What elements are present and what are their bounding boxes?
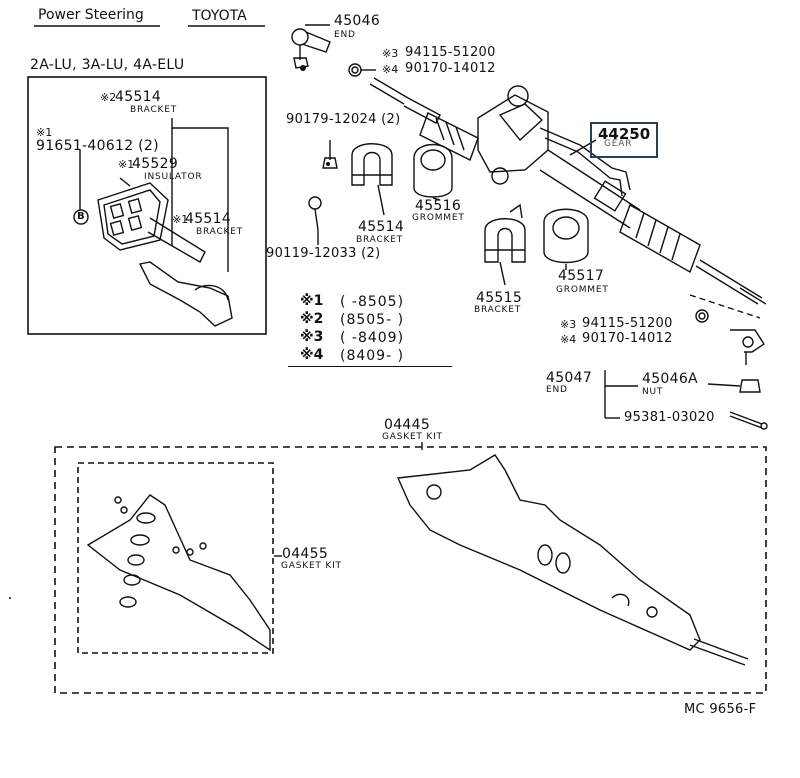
footnote-range-1: ( -8505): [340, 294, 405, 310]
footnote-mark-3: ※3: [300, 329, 324, 345]
footnote-range-2: (8505- ): [340, 312, 405, 328]
cotter-pin-art: [729, 411, 768, 430]
inset-mark-2: ※2: [100, 91, 117, 104]
make-label: TOYOTA: [192, 8, 247, 24]
inset-bracket-art: [73, 182, 233, 327]
inset-bracket-side-name: BRACKET: [196, 227, 244, 237]
gasket-kit-box: [54, 446, 767, 694]
steering-gear-art: [369, 77, 767, 305]
grommet-left-name: GROMMET: [412, 213, 465, 223]
inset-insulator-number: 45529: [132, 156, 179, 172]
inset-box: [27, 76, 267, 335]
inset-insulator-name: INSULATOR: [144, 172, 203, 182]
end-top-name: END: [334, 30, 356, 40]
gasket-subkit-box: [77, 462, 274, 654]
footnote-range-3: ( -8409): [340, 330, 405, 346]
leader-insulator: [119, 177, 131, 187]
inset-bolt-number: 91651-40612 (2): [36, 138, 159, 154]
end-top-art: [291, 24, 331, 69]
bracket-right-art: [484, 203, 526, 286]
grommet-left-art: [413, 143, 453, 201]
catalog-reference: MC 9656-F: [684, 702, 757, 717]
end-right-name: END: [546, 385, 568, 395]
inset-bracket-top-number: 45514: [115, 89, 162, 105]
nut-top-art: [348, 63, 376, 77]
grommet-left-number: 45516: [415, 198, 462, 214]
nut-lower-art: [695, 309, 709, 323]
bracket-right-name: BRACKET: [474, 305, 522, 315]
castle-nut-number: 45046A: [642, 371, 698, 387]
footnote-range-4: (8409- ): [340, 348, 405, 364]
inset-bracket-side-number: 45514: [185, 211, 232, 227]
bolt-upper-art: [322, 140, 338, 169]
inset-bracket-top-name: BRACKET: [130, 105, 178, 115]
footnote-underline: [288, 366, 452, 367]
grommet-right-number: 45517: [558, 268, 605, 284]
scan-specks: [9, 65, 330, 599]
inset-insulator-mark: ※1: [118, 158, 135, 171]
nut-a-number: 94115-51200: [405, 45, 496, 60]
end-top-number: 45046: [334, 13, 381, 29]
grommet-right-name: GROMMET: [556, 285, 609, 295]
nut-d-mark: ※4: [560, 333, 577, 346]
nut-b-number: 90170-14012: [405, 61, 496, 76]
gasket-kit-main-name: GASKET KIT: [382, 432, 443, 442]
gasket-kit-main-number: 04445: [384, 417, 431, 433]
gear-name: GEAR: [604, 139, 633, 149]
footnote-mark-4: ※4: [300, 347, 324, 363]
cotter-pin-number: 95381-03020: [624, 410, 715, 425]
bracket-left-art: [351, 143, 393, 216]
nut-c-mark: ※3: [560, 318, 577, 331]
gear-number: 44250: [598, 125, 651, 143]
gasket-kit-sub-number: 04455: [282, 546, 329, 562]
bolt-lower-number: 90119-12033 (2): [266, 246, 381, 261]
dashed-cutline: [689, 294, 761, 319]
gasket-small-art: [86, 494, 271, 652]
castle-nut-name: NUT: [642, 387, 664, 397]
gear-highlight: 44250: [590, 122, 659, 158]
bracket-left-number: 45514: [358, 219, 405, 235]
nut-b-mark: ※4: [382, 63, 399, 76]
grommet-right-art: [543, 208, 589, 270]
gasket-housing-art: [396, 454, 749, 666]
inset-bracket-side-mark: ※1: [172, 213, 189, 226]
nut-d-number: 90170-14012: [582, 331, 673, 346]
callout-b: B: [77, 211, 85, 222]
nut-c-number: 94115-51200: [582, 316, 673, 331]
end-right-art: [730, 329, 765, 365]
inset-mark-1: ※1: [36, 126, 53, 139]
footnote-mark-1: ※1: [300, 293, 324, 309]
inset-title: 2A-LU, 3A-LU, 4A-ELU: [30, 57, 185, 73]
nut-a-mark: ※3: [382, 47, 399, 60]
gasket-kit-sub-name: GASKET KIT: [281, 561, 342, 571]
end-right-number: 45047: [546, 370, 593, 386]
castle-nut-art: [739, 379, 761, 393]
section-title: Power Steering: [38, 7, 144, 23]
bracket-right-number: 45515: [476, 290, 523, 306]
footnote-mark-2: ※2: [300, 311, 324, 327]
bracket-left-name: BRACKET: [356, 235, 404, 245]
bolt-lower-art: [308, 196, 322, 245]
leader-bracket-top: [171, 118, 229, 272]
bolt-upper-number: 90179-12024 (2): [286, 112, 401, 127]
